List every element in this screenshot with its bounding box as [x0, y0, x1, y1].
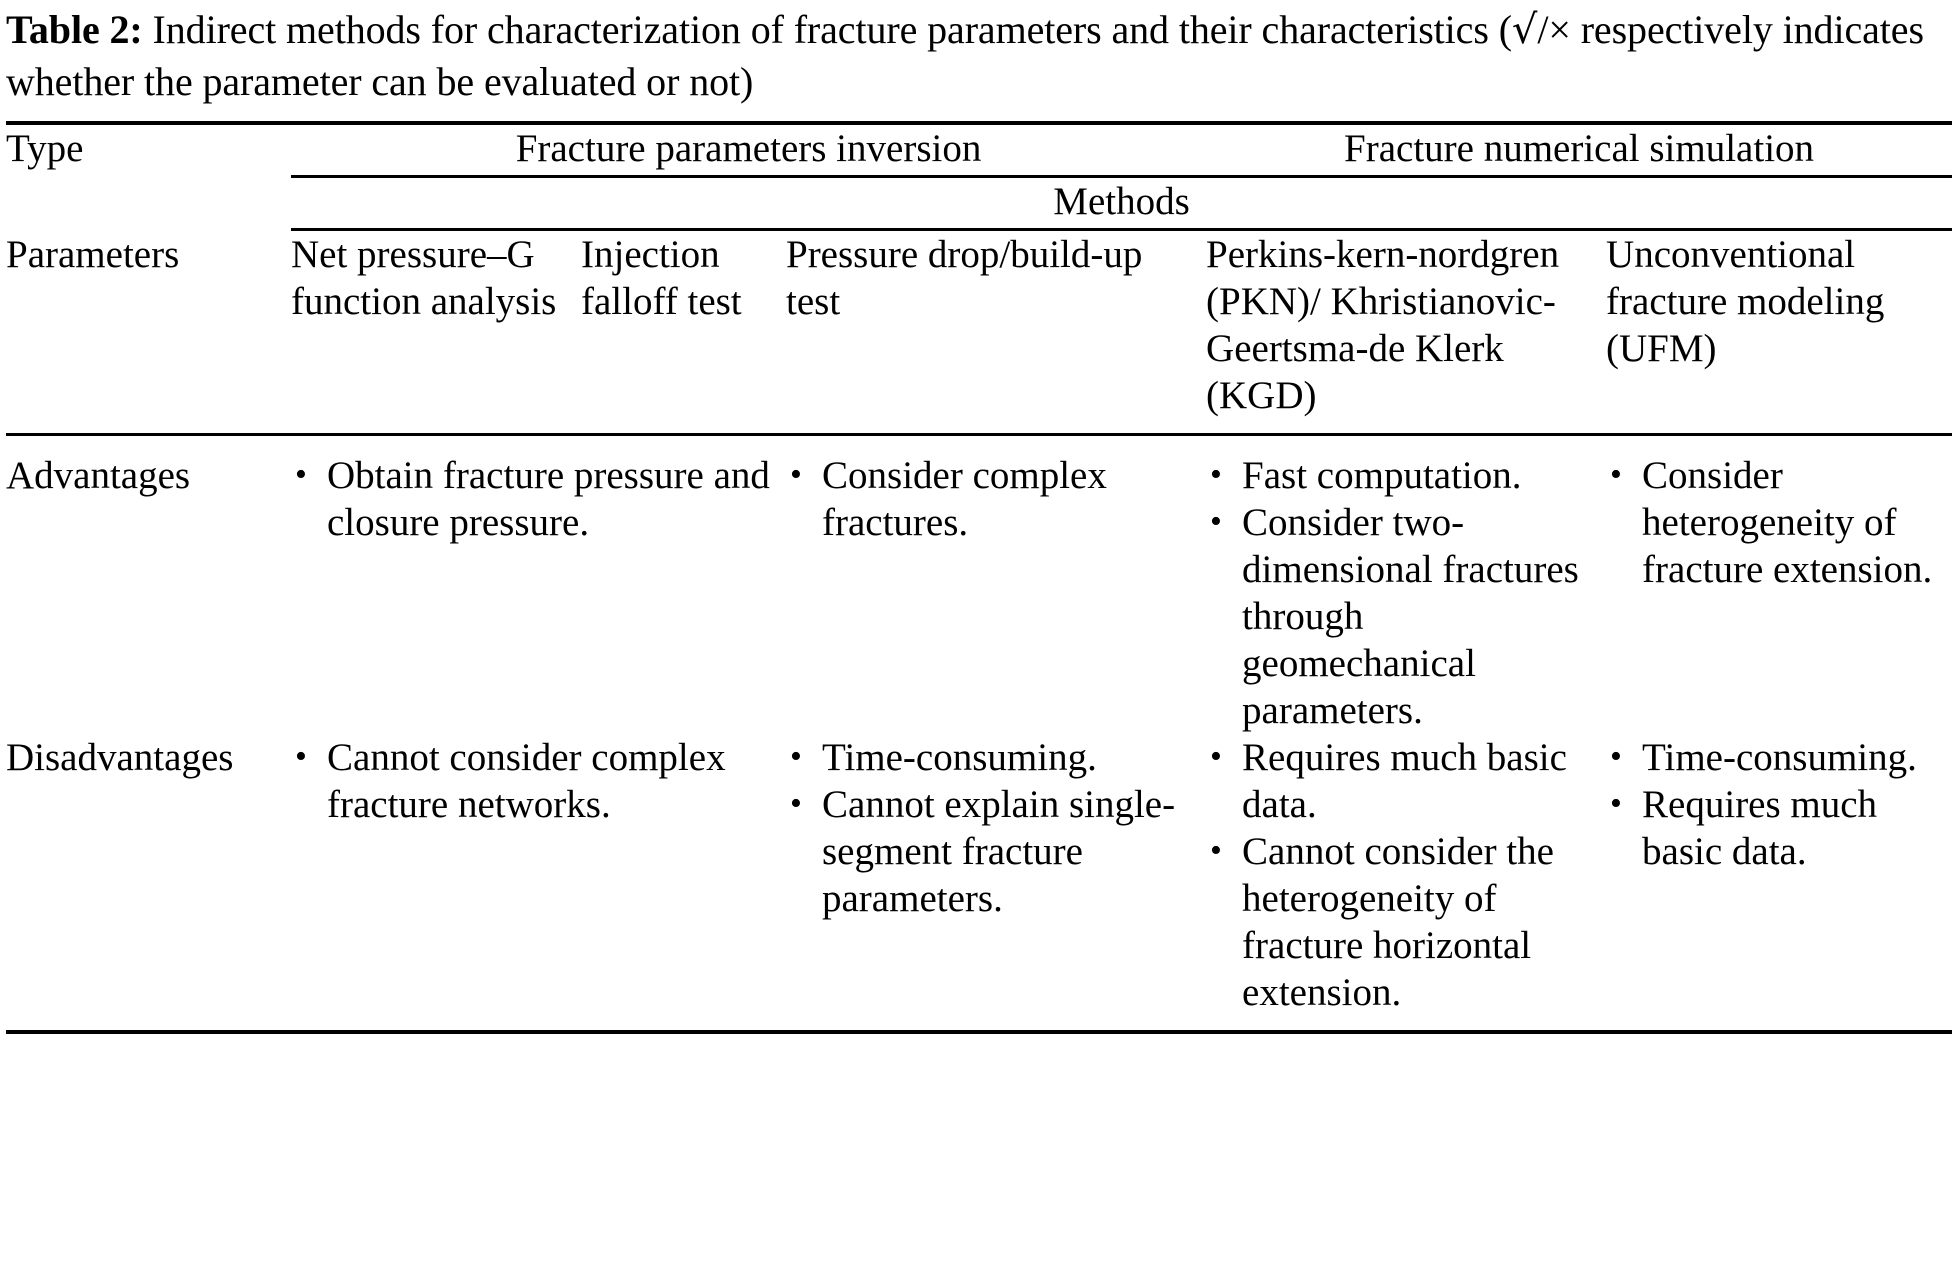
bullet-list: Consider complex fractures. [786, 451, 1206, 546]
list-item: Time-consuming. [1606, 733, 1952, 781]
row-label-parameters: Parameters [6, 233, 180, 276]
cross-mark-icon: × [1548, 7, 1571, 52]
bullet-list: Cannot consider complex fracture network… [291, 733, 786, 828]
group-header-inversion: Fracture parameters inversion [291, 125, 1207, 178]
column-header-pkn-kgd: Perkins-kern-nordgren (PKN)/ Khristianov… [1206, 233, 1560, 417]
cell-advantages-pkn-kgd: Fast computation. Consider two-dimension… [1206, 451, 1606, 734]
group-header-inversion-rule [291, 175, 1207, 178]
table-top-rule [6, 121, 1952, 125]
characterization-methods-table: Type Fracture parameters inversion Fract… [6, 125, 1953, 1016]
bullet-list: Time-consuming. Cannot explain single-se… [786, 733, 1206, 922]
caption-label: Table 2: [6, 7, 143, 52]
cell-disadvantages-net-pressure-g: Cannot consider complex fracture network… [291, 733, 786, 1016]
group-header-simulation-rule [1206, 175, 1953, 178]
row-spacer [6, 436, 1952, 452]
cell-disadvantages-ufm: Time-consuming. Requires much basic data… [1606, 733, 1952, 1016]
bullet-list: Consider heterogeneity of fracture exten… [1606, 451, 1952, 593]
list-item: Consider two-dimensional fractures throu… [1206, 498, 1606, 734]
cell-advantages-ufm: Consider heterogeneity of fracture exten… [1606, 451, 1952, 734]
caption-text-after: respectively indicates whether the param… [6, 7, 1924, 104]
column-header-ufm: Unconventional fracture modeling (UFM) [1606, 233, 1885, 370]
methods-row-spacer [6, 178, 291, 231]
methods-header-rule [291, 228, 1953, 231]
table-row-methods: Methods [6, 178, 1953, 231]
list-item: Consider complex fractures. [786, 451, 1206, 546]
column-header-injection-falloff: Injection falloff test [581, 233, 742, 323]
list-item: Fast computation. [1206, 451, 1606, 499]
list-item: Consider heterogeneity of fracture exten… [1606, 451, 1952, 593]
midrule-cell [6, 419, 1953, 452]
list-item: Cannot explain single-segment fracture p… [786, 780, 1206, 922]
table-row-type: Type Fracture parameters inversion Fract… [6, 125, 1953, 178]
table-mid-rule [6, 433, 1953, 436]
table-row-disadvantages: Disadvantages Cannot consider complex fr… [6, 733, 1952, 1016]
check-mark-icon: √ [1511, 7, 1538, 53]
list-item: Cannot consider the heterogeneity of fra… [1206, 827, 1606, 1016]
group-header-simulation: Fracture numerical simulation [1206, 125, 1953, 178]
bullet-list: Fast computation. Consider two-dimension… [1206, 451, 1606, 734]
cell-advantages-pressure-drop-buildup: Consider complex fractures. [786, 451, 1206, 734]
group-header-inversion-label: Fracture parameters inversion [515, 127, 982, 170]
column-header-net-pressure-g: Net pressure–G function analysis [291, 233, 557, 323]
column-header-pressure-drop-buildup: Pressure drop/build-up test [786, 233, 1143, 323]
cell-advantages-net-pressure-g: Obtain fracture pressure and closure pre… [291, 451, 786, 734]
bullet-list: Requires much basic data. Cannot conside… [1206, 733, 1606, 1016]
row-label-advantages: Advantages [6, 454, 191, 497]
cell-disadvantages-pressure-drop-buildup: Time-consuming. Cannot explain single-se… [786, 733, 1206, 1016]
row-label-type: Type [6, 127, 84, 170]
caption-text-before: Indirect methods for characterization of… [142, 7, 1512, 52]
methods-header: Methods [291, 178, 1953, 231]
methods-header-label: Methods [1053, 180, 1190, 223]
list-item: Time-consuming. [786, 733, 1206, 781]
list-item: Requires much basic data. [1606, 780, 1952, 875]
bullet-list: Obtain fracture pressure and closure pre… [291, 451, 786, 546]
caption-separator: / [1537, 7, 1549, 52]
bullet-list: Time-consuming. Requires much basic data… [1606, 733, 1952, 875]
table-bottom-rule [6, 1030, 1952, 1034]
cell-disadvantages-pkn-kgd: Requires much basic data. Cannot conside… [1206, 733, 1606, 1016]
table-row-advantages: Advantages Obtain fracture pressure and … [6, 451, 1952, 734]
list-item: Obtain fracture pressure and closure pre… [291, 451, 786, 546]
group-header-simulation-label: Fracture numerical simulation [1344, 127, 1815, 170]
table-row-parameters: Parameters Net pressure–G function analy… [6, 231, 1952, 419]
table-caption: Table 2: Indirect methods for characteri… [6, 0, 1952, 107]
table-row-midrule-spacer [6, 419, 1953, 452]
list-item: Cannot consider complex fracture network… [291, 733, 786, 828]
list-item: Requires much basic data. [1206, 733, 1606, 828]
row-label-disadvantages: Disadvantages [6, 736, 234, 779]
